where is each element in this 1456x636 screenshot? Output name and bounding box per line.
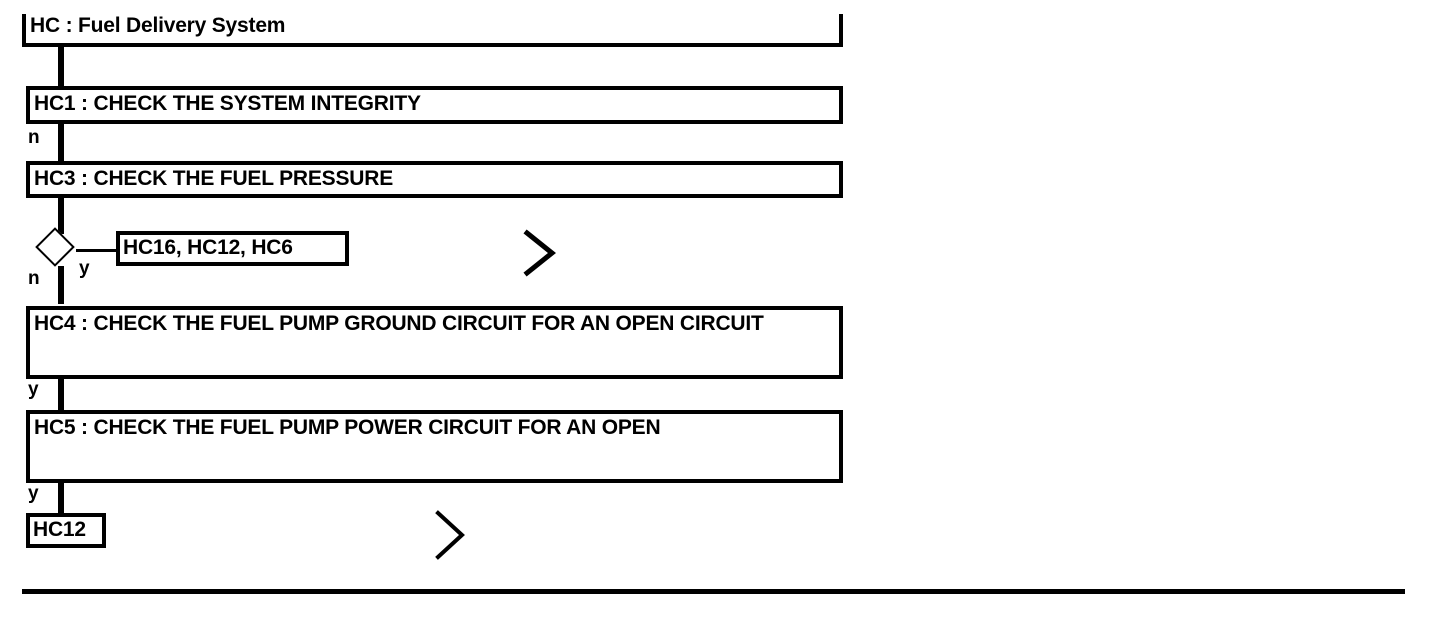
node-hc5-check-fuel-pump-power-circuit[interactable]: HC5 : CHECK THE FUEL PUMP POWER CIRCUIT … — [26, 410, 843, 483]
node-hc1-label: HC1 : CHECK THE SYSTEM INTEGRITY — [34, 92, 421, 115]
node-ref-hc16-hc12-hc6[interactable]: HC16, HC12, HC6 — [116, 231, 349, 266]
footer-divider-rule — [22, 589, 1405, 594]
connector-decision-no-to-hc4 — [58, 266, 64, 304]
node-hc3-check-fuel-pressure[interactable]: HC3 : CHECK THE FUEL PRESSURE — [26, 161, 843, 198]
branch-label-decision-yes: y — [79, 258, 90, 279]
branch-label-hc5-yes: y — [28, 483, 39, 504]
connector-hc4-to-hc5 — [58, 379, 64, 410]
node-decision-fuel-pressure-result[interactable] — [35, 227, 75, 267]
connector-decision-yes-to-ref-group — [76, 249, 118, 252]
chevron-right-icon-ref-group[interactable] — [522, 228, 562, 283]
branch-label-hc1-no: n — [28, 127, 40, 148]
node-hc3-label: HC3 : CHECK THE FUEL PRESSURE — [34, 167, 394, 190]
chevron-right-icon-hc12[interactable] — [433, 508, 473, 567]
connector-hc1-to-hc3 — [58, 124, 64, 161]
node-ref-hc12-label: HC12 — [33, 518, 86, 541]
node-hc5-label: HC5 : CHECK THE FUEL PUMP POWER CIRCUIT … — [34, 416, 661, 439]
connector-root-to-hc1 — [58, 47, 64, 86]
node-ref-hc16-hc12-hc6-label: HC16, HC12, HC6 — [123, 236, 293, 259]
node-hc4-label: HC4 : CHECK THE FUEL PUMP GROUND CIRCUIT… — [34, 312, 764, 335]
node-ref-hc12[interactable]: HC12 — [26, 513, 106, 548]
node-hc1-check-system-integrity[interactable]: HC1 : CHECK THE SYSTEM INTEGRITY — [26, 86, 843, 124]
node-hc4-check-fuel-pump-ground-circuit[interactable]: HC4 : CHECK THE FUEL PUMP GROUND CIRCUIT… — [26, 306, 843, 379]
node-root-fuel-delivery-system[interactable]: HC : Fuel Delivery System — [22, 14, 843, 47]
connector-hc3-to-decision — [58, 198, 64, 234]
branch-label-hc4-yes: y — [28, 379, 39, 400]
node-root-label: HC : Fuel Delivery System — [30, 14, 286, 37]
connector-hc5-to-hc12 — [58, 483, 64, 513]
branch-label-decision-no: n — [28, 268, 40, 289]
